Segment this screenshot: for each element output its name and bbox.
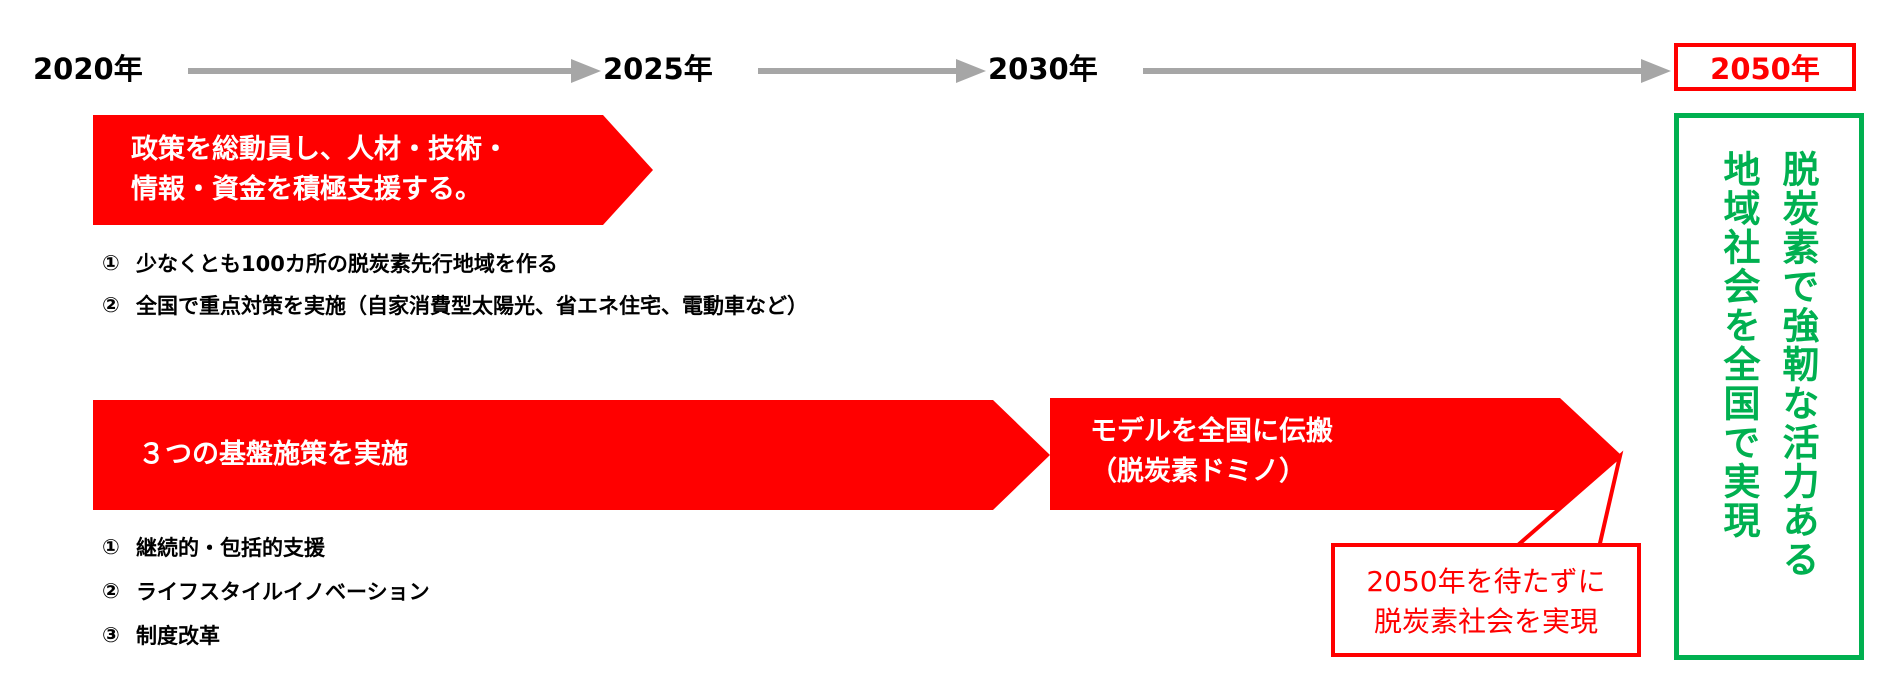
item-number: ③ [102, 623, 120, 647]
item-text: 継続的・包括的支援 [136, 536, 325, 560]
timeline-arrow-line [758, 68, 958, 74]
phase1-title-line: 情報・資金を積極支援する。 [131, 174, 482, 205]
item-text: ライフスタイルイノベーション [136, 580, 430, 604]
year-2030-label: 2030年 [988, 52, 1098, 86]
year-2025-label: 2025年 [603, 52, 713, 86]
phase2-chevron: ３つの基盤施策を実施 [93, 400, 1050, 510]
phase1-chevron: 政策を総動員し、人材・技術・ 情報・資金を積極支援する。 [93, 115, 653, 225]
goal-box [1674, 113, 1864, 660]
timeline-arrow-line [1143, 68, 1643, 74]
phase2-title: ３つの基盤施策を実施 [138, 439, 408, 470]
phase3-title-line: モデルを全国に伝搬 [1090, 416, 1333, 447]
goal-text-line: 脱炭素で強靭な活力ある [1776, 150, 1819, 579]
callout-line: 脱炭素社会を実現 [1373, 605, 1598, 638]
phase1-title-line: 政策を総動員し、人材・技術・ [131, 134, 509, 165]
phase2-item: ① 継続的・包括的支援 [102, 532, 325, 562]
timeline-arrowhead-icon [571, 59, 601, 83]
year-2050-label: 2050年 [1710, 52, 1820, 86]
item-number: ① [102, 535, 120, 559]
item-number: ② [102, 579, 120, 603]
timeline-arrowhead-icon [956, 59, 986, 83]
item-number: ① [102, 251, 120, 275]
phase3-chevron: モデルを全国に伝搬 （脱炭素ドミノ） [1050, 398, 1620, 510]
timeline-arrowhead-icon [1641, 59, 1671, 83]
callout-pointer-joint [1510, 547, 1602, 555]
goal-text-line: 地域社会を全国で実現 [1717, 150, 1760, 540]
item-number: ② [102, 293, 120, 317]
phase1-item: ① 少なくとも100カ所の脱炭素先行地域を作る [102, 248, 558, 278]
item-text: 少なくとも100カ所の脱炭素先行地域を作る [136, 252, 558, 276]
callout-box: 2050年を待たずに 脱炭素社会を実現 [1331, 543, 1641, 657]
timeline-arrow-line [188, 68, 573, 74]
item-text: 制度改革 [136, 624, 220, 648]
item-text: 全国で重点対策を実施（自家消費型太陽光、省エネ住宅、電動車など） [136, 294, 808, 318]
year-2020-label: 2020年 [33, 52, 143, 86]
callout-line: 2050年を待たずに [1366, 565, 1606, 598]
callout-pointer-icon [1504, 450, 1624, 554]
phase3-title-line: （脱炭素ドミノ） [1090, 456, 1306, 487]
phase2-item: ② ライフスタイルイノベーション [102, 576, 430, 606]
year-2050-box: 2050年 [1674, 43, 1856, 91]
phase2-item: ③ 制度改革 [102, 620, 220, 650]
phase1-item: ② 全国で重点対策を実施（自家消費型太陽光、省エネ住宅、電動車など） [102, 290, 808, 320]
